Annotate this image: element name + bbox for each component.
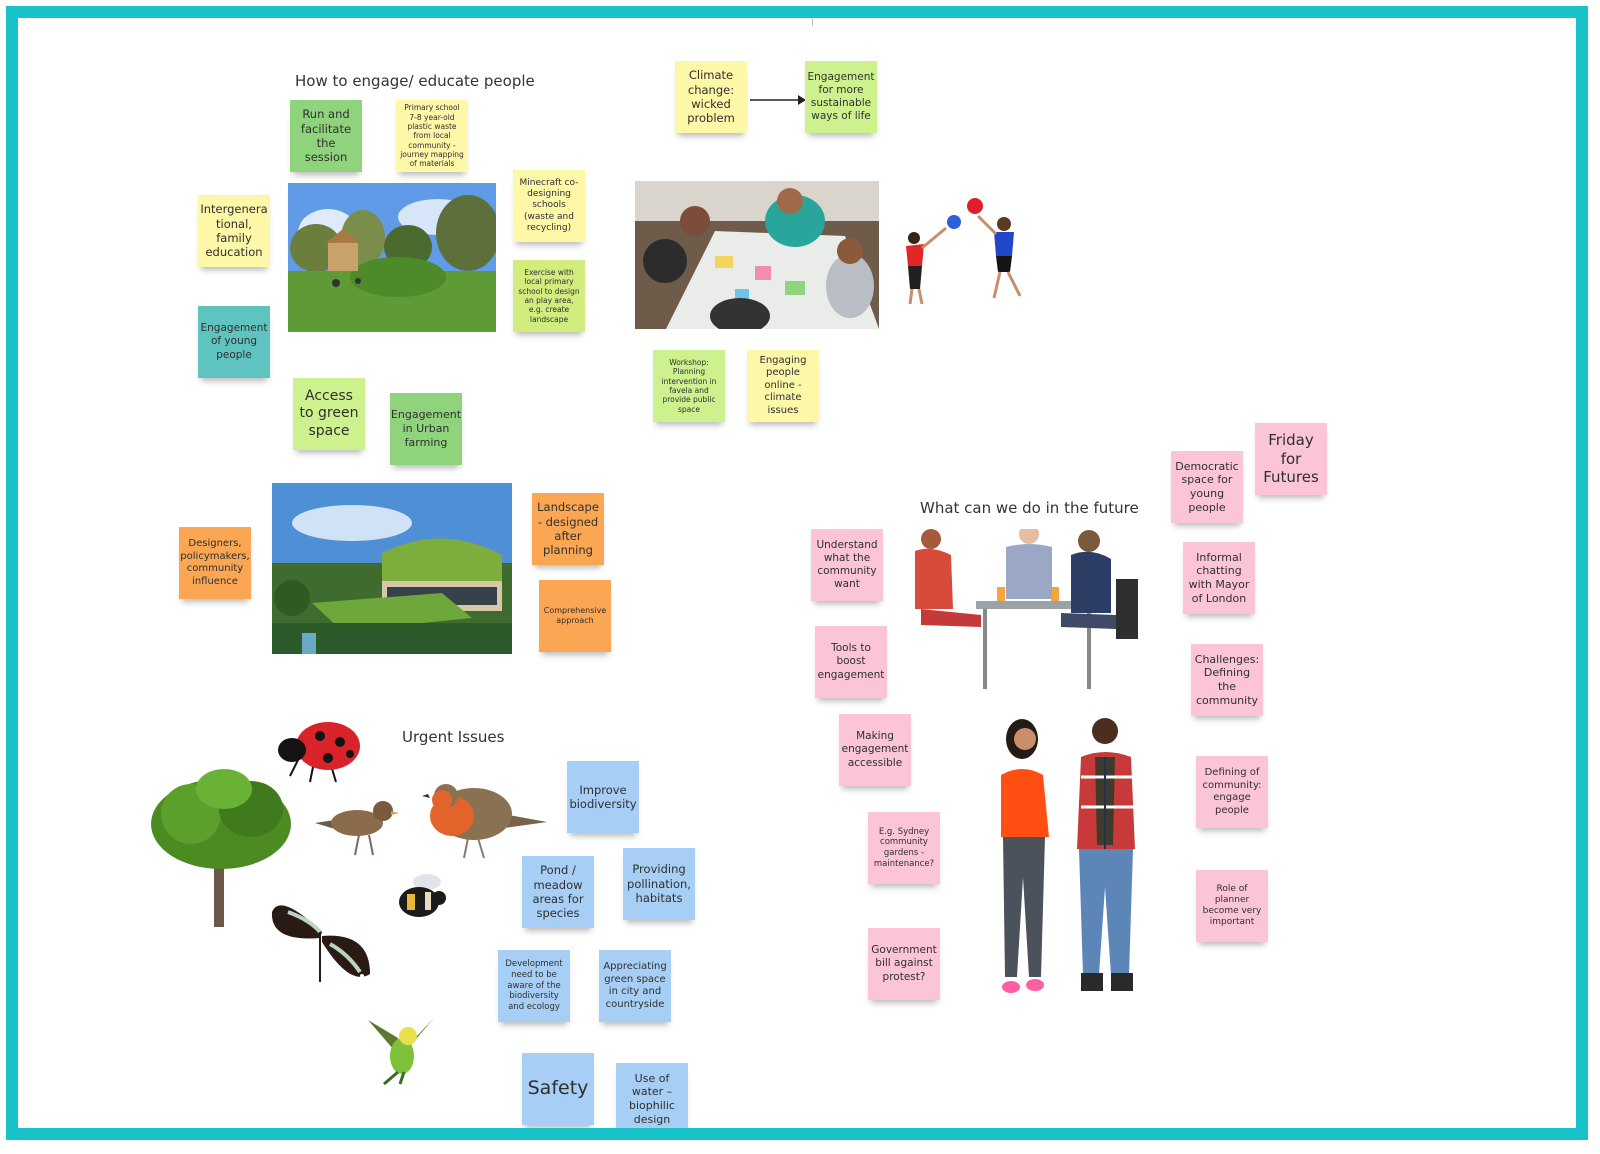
sticky-note[interactable]: Appreciating green space in city and cou…	[599, 950, 671, 1022]
board-frame: How to engage/ educate people What can w…	[6, 6, 1588, 1140]
sticky-note[interactable]: Informal chatting with Mayor of London	[1183, 542, 1255, 614]
butterfly-icon	[270, 892, 375, 987]
sticky-note[interactable]: Exercise with local primary school to de…	[513, 260, 585, 332]
heading-engage: How to engage/ educate people	[295, 72, 535, 90]
heading-future: What can we do in the future	[920, 499, 1139, 517]
sticky-note[interactable]: Friday for Futures	[1255, 423, 1327, 495]
sticky-note[interactable]: Government bill against protest?	[868, 928, 940, 1000]
sticky-note[interactable]: Run and facilitate the session	[290, 100, 362, 172]
sticky-note[interactable]: Improve biodiversity	[567, 761, 639, 833]
sticky-note[interactable]: Understand what the community want	[811, 529, 883, 601]
sticky-note[interactable]: Tools to boost engagement	[815, 626, 887, 698]
sticky-note[interactable]: Engagement for more sustainable ways of …	[805, 61, 877, 133]
sticky-note[interactable]: Making engagement accessible	[839, 714, 911, 786]
tree-icon	[146, 769, 296, 927]
sticky-note[interactable]: Safety	[522, 1053, 594, 1125]
park-playground-photo[interactable]	[288, 183, 496, 332]
workshop-table-photo[interactable]	[635, 181, 879, 329]
canvas-divider	[812, 18, 813, 26]
sticky-note[interactable]: Engagement in Urban farming	[390, 393, 462, 465]
sparrow-icon	[315, 795, 400, 860]
sticky-note[interactable]: Workshop: Planning intervention in favel…	[653, 350, 725, 422]
budgie-icon	[364, 1010, 439, 1085]
sticky-note[interactable]: Use of water – biophilic design	[616, 1063, 688, 1128]
sticky-note[interactable]: Access to green space	[293, 378, 365, 450]
two-people-talking-photo[interactable]	[987, 717, 1157, 1007]
sticky-note[interactable]: Engagement of young people	[198, 306, 270, 378]
sticky-note[interactable]: Comprehensive approach	[539, 580, 611, 652]
sticky-note[interactable]: Engaging people online - climate issues	[747, 350, 819, 422]
sticky-note[interactable]: Providing pollination, habitats	[623, 848, 695, 920]
whiteboard-canvas[interactable]: How to engage/ educate people What can w…	[18, 18, 1576, 1128]
sticky-note[interactable]: Climate change: wicked problem	[675, 61, 747, 133]
sticky-note[interactable]: Intergenera tional, family education	[198, 195, 270, 267]
heading-urgent: Urgent Issues	[402, 728, 505, 746]
sticky-note[interactable]: Development need to be aware of the biod…	[498, 950, 570, 1022]
sticky-note[interactable]: Democratic space for young people	[1171, 451, 1243, 523]
sticky-note[interactable]: Challenges: Defining the community	[1191, 644, 1263, 716]
sticky-note[interactable]: Designers, policymakers, community influ…	[179, 527, 251, 599]
children-balloons-photo[interactable]	[902, 194, 1037, 309]
sticky-note[interactable]: E.g. Sydney community gardens - maintena…	[868, 812, 940, 884]
green-roof-building-photo[interactable]	[272, 483, 512, 654]
robin-icon	[422, 772, 547, 860]
sticky-note[interactable]: Minecraft co-designing schools (waste an…	[513, 170, 585, 242]
ladybird-icon	[270, 716, 365, 786]
sticky-note[interactable]: Pond / meadow areas for species	[522, 856, 594, 928]
sticky-note[interactable]: Landscape - designed after planning	[532, 493, 604, 565]
arrow-connector	[750, 95, 806, 105]
bumblebee-icon	[393, 872, 448, 922]
people-at-table-photo[interactable]	[911, 529, 1151, 699]
sticky-note[interactable]: Primary school 7-8 year-old plastic wast…	[396, 100, 468, 172]
sticky-note[interactable]: Role of planner become very important	[1196, 870, 1268, 942]
sticky-note[interactable]: Defining of community: engage people	[1196, 756, 1268, 828]
